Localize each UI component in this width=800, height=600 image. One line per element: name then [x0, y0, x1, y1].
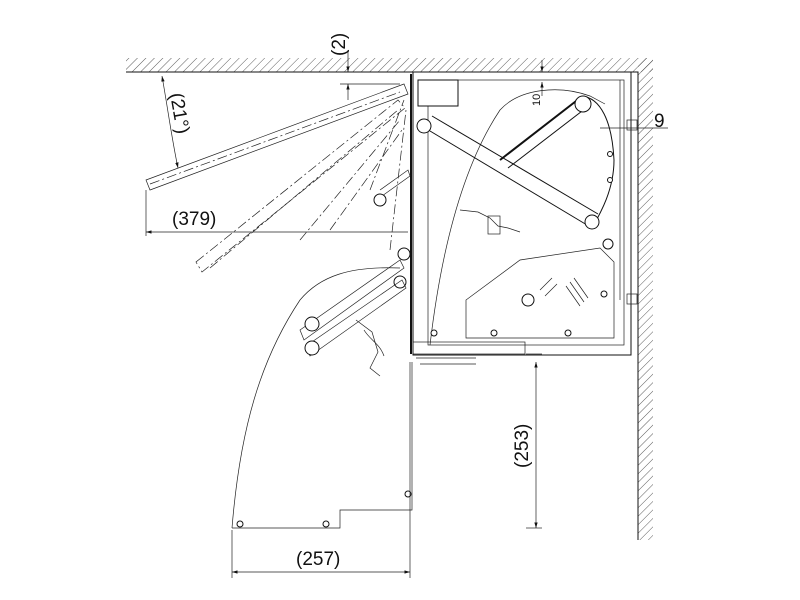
dim-angle: (21°) — [165, 91, 193, 135]
ceiling-hatch — [126, 58, 653, 72]
side-bracket-top — [626, 119, 638, 131]
flap-lowered — [231, 259, 476, 529]
hinge-block — [417, 79, 459, 107]
wall-hatch — [638, 58, 653, 540]
lower-pivot-2 — [304, 340, 320, 356]
side-bracket-bottom — [626, 293, 638, 305]
flap-intermediate-1 — [195, 99, 406, 273]
dim-top-gap: (2) — [329, 33, 350, 56]
flap-positions — [145, 83, 411, 289]
dim-width-below: (257) — [296, 549, 340, 570]
curved-panel — [429, 89, 606, 346]
lower-pivot-1 — [304, 316, 320, 332]
dim-height-below: (253) — [512, 424, 533, 468]
cabinet-bottom-strip — [412, 341, 526, 355]
cabinet-outer — [412, 71, 632, 356]
cabinet — [410, 71, 638, 356]
lift-arm-closed — [416, 95, 615, 235]
pivot-center — [521, 293, 535, 307]
wall-hatching — [126, 58, 653, 540]
flap-intermediate-2 — [209, 109, 399, 269]
wall-edge — [126, 71, 639, 540]
cabinet-inner — [427, 79, 625, 346]
flap-fully-open — [145, 83, 409, 191]
flap-lower-curve — [231, 267, 401, 529]
dim-side-offset: 9 — [654, 111, 665, 132]
arm-pivot-bottom — [584, 214, 600, 230]
mechanism-housing — [429, 89, 615, 346]
dim-inner-offset: 10 — [531, 94, 543, 106]
dim-width-open: (379) — [172, 209, 216, 230]
dimension-lines — [145, 50, 668, 578]
arm-pivot-top — [574, 95, 592, 113]
